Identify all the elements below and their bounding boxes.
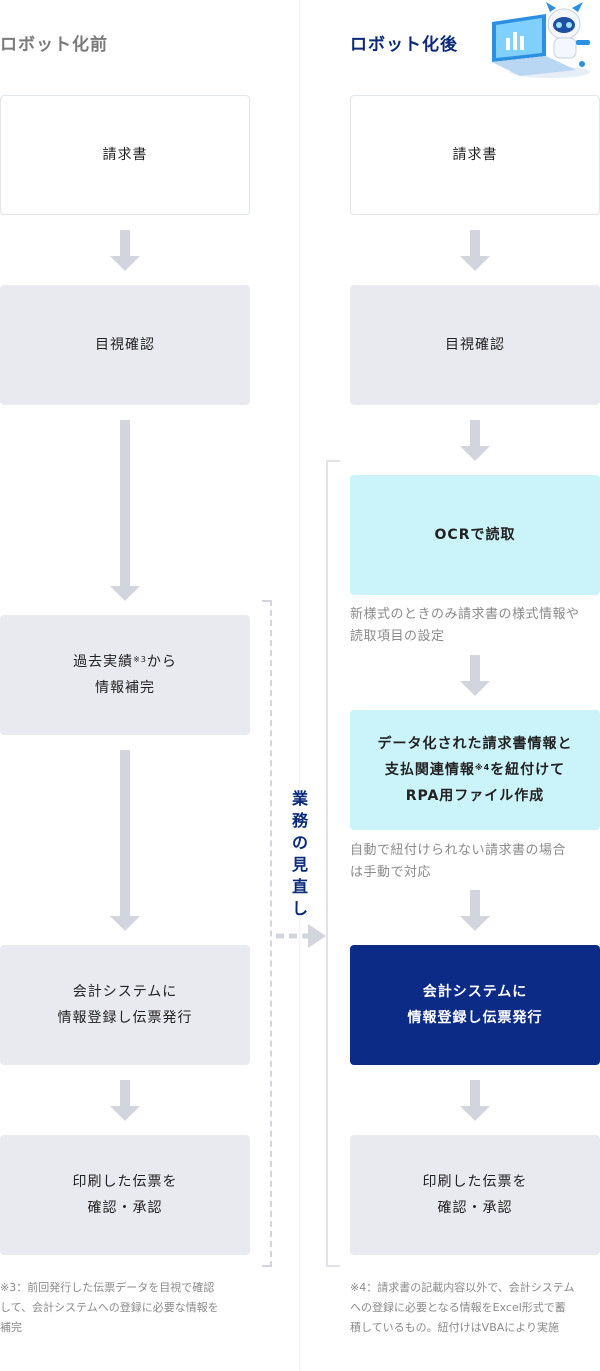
review-char: の — [291, 833, 308, 852]
ocr-note-line: 新様式のときのみ請求書の様式情報や — [350, 607, 580, 622]
after-visual-check-box: 目視確認 — [350, 285, 600, 405]
ocr-box: OCRで読取 — [350, 475, 600, 595]
footnote-3-line: 補完 — [0, 1321, 22, 1334]
after-register-box: 会計システムに 情報登録し伝票発行 — [350, 945, 600, 1065]
past-line2: 情報補完 — [94, 680, 155, 696]
footnote-4-line: ※4：請求書の記載内容以外で、会計システム — [350, 1281, 575, 1294]
review-char: 業 — [291, 789, 308, 808]
review-label: 業 務 の 見 直 し — [288, 788, 312, 920]
review-char: し — [291, 899, 308, 918]
before-title: ロボット化前 — [0, 35, 108, 55]
link-note-line: は手動で対応 — [350, 865, 432, 880]
before-invoice-label: 請求書 — [102, 147, 148, 163]
after-invoice-label: 請求書 — [452, 147, 498, 163]
footnote-3-line: して、会計システムへの登録に必要な情報を — [0, 1301, 219, 1314]
footnote-ref-4: ※4 — [474, 763, 491, 772]
before-past-data-box: 過去実績※3から 情報補完 — [0, 615, 250, 735]
new-process-bracket — [326, 460, 340, 1267]
arrow-down-icon — [110, 750, 140, 931]
footnote-4-line: への登録に必要となる情報をExcel形式で蓄 — [350, 1301, 566, 1314]
review-char: 直 — [291, 877, 308, 896]
after-print-line1: 印刷した伝票を — [422, 1174, 528, 1190]
arrow-down-icon — [110, 1080, 140, 1121]
after-title: ロボット化後 — [350, 35, 458, 55]
before-print-box: 印刷した伝票を 確認・承認 — [0, 1135, 250, 1255]
ocr-note: 新様式のときのみ請求書の様式情報や 読取項目の設定 — [350, 604, 580, 648]
before-visual-check-label: 目視確認 — [95, 337, 155, 353]
arrow-down-icon — [110, 420, 140, 601]
after-invoice-box: 請求書 — [350, 95, 600, 215]
arrow-down-icon — [460, 890, 490, 931]
arrow-down-icon — [110, 230, 140, 271]
rpa-line2a: 支払関連情報 — [384, 762, 475, 778]
review-char: 見 — [291, 855, 308, 874]
arrow-down-icon — [460, 655, 490, 696]
footnote-ref-3: ※3 — [133, 655, 147, 664]
footnote-3-line: ※3：前回発行した伝票データを目視で確認 — [0, 1281, 215, 1294]
after-register-line1: 会計システムに — [422, 984, 528, 1000]
dashed-arrow-right-icon — [276, 924, 326, 948]
link-note-line: 自動で紐付けられない請求書の場合 — [350, 843, 567, 858]
before-register-box: 会計システムに 情報登録し伝票発行 — [0, 945, 250, 1065]
print-line1: 印刷した伝票を — [72, 1174, 178, 1190]
after-visual-check-label: 目視確認 — [445, 337, 505, 353]
ocr-note-line: 読取項目の設定 — [350, 629, 445, 644]
register-line1: 会計システムに — [72, 984, 178, 1000]
footnote-4: ※4：請求書の記載内容以外で、会計システム への登録に必要となる情報をExcel… — [350, 1278, 600, 1338]
register-line2: 情報登録し伝票発行 — [57, 1010, 193, 1026]
after-print-box: 印刷した伝票を 確認・承認 — [350, 1135, 600, 1255]
rpa-line1: データ化された請求書情報と — [377, 736, 573, 752]
arrow-down-icon — [460, 1080, 490, 1121]
after-register-line2: 情報登録し伝票発行 — [407, 1010, 543, 1026]
footnote-4-line: 積しているもの。紐付けはVBAにより実施 — [350, 1321, 560, 1334]
link-note: 自動で紐付けられない請求書の場合 は手動で対応 — [350, 840, 566, 884]
column-divider — [299, 0, 300, 1371]
review-bracket — [262, 600, 272, 1267]
review-char: 務 — [291, 811, 308, 830]
ocr-label: OCRで読取 — [434, 527, 516, 543]
arrow-down-icon — [460, 420, 490, 461]
before-invoice-box: 請求書 — [0, 95, 250, 215]
past-line1: 過去実績 — [73, 654, 134, 670]
past-line1b: から — [146, 654, 177, 670]
rpa-line3: RPA用ファイル作成 — [405, 788, 545, 804]
print-line2: 確認・承認 — [87, 1200, 163, 1216]
footnote-3: ※3：前回発行した伝票データを目視で確認 して、会計システムへの登録に必要な情報… — [0, 1278, 262, 1338]
rpa-line2b: を紐付けて — [490, 762, 566, 778]
arrow-down-icon — [460, 230, 490, 271]
after-print-line2: 確認・承認 — [437, 1200, 513, 1216]
rpa-file-box: データ化された請求書情報と 支払関連情報※4を紐付けて RPA用ファイル作成 — [350, 710, 600, 830]
before-visual-check-box: 目視確認 — [0, 285, 250, 405]
robot-mascot-icon — [492, 2, 590, 78]
